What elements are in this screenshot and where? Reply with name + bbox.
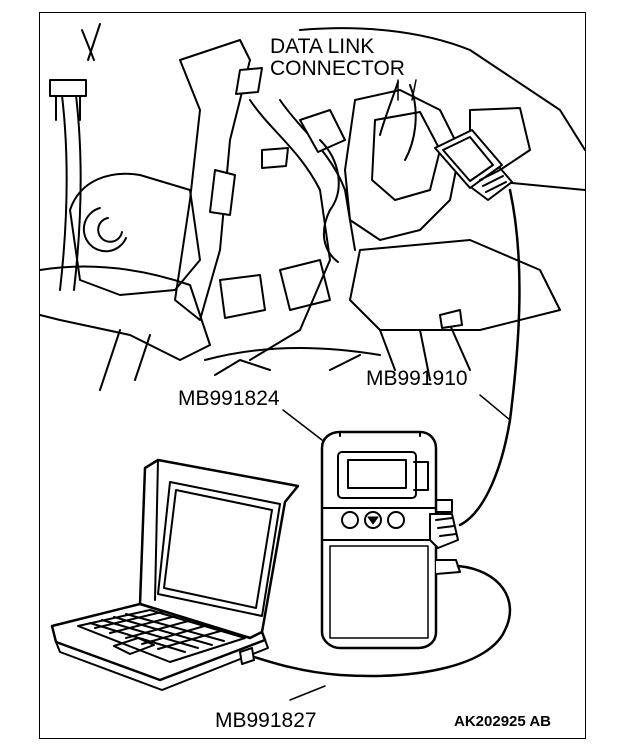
mb991827-cable: [246, 564, 512, 678]
figure-code: AK202925 AB: [454, 713, 551, 730]
mb991910-label: MB991910: [366, 367, 468, 390]
mb991824-label: MB991824: [178, 387, 280, 410]
data-link-connector-label-line1: DATA LINK: [270, 35, 375, 58]
laptop-computer: [50, 458, 300, 691]
vehicle-dashboard-drawing: [39, 23, 586, 391]
mb991910-cable: [458, 188, 521, 527]
figure-frame: [39, 12, 586, 739]
mb991824-vci-unit: [320, 430, 461, 650]
data-link-connector-plug: [434, 129, 513, 201]
mb991827-label: MB991827: [215, 709, 317, 732]
data-link-connector-label-line2: CONNECTOR: [270, 57, 405, 80]
